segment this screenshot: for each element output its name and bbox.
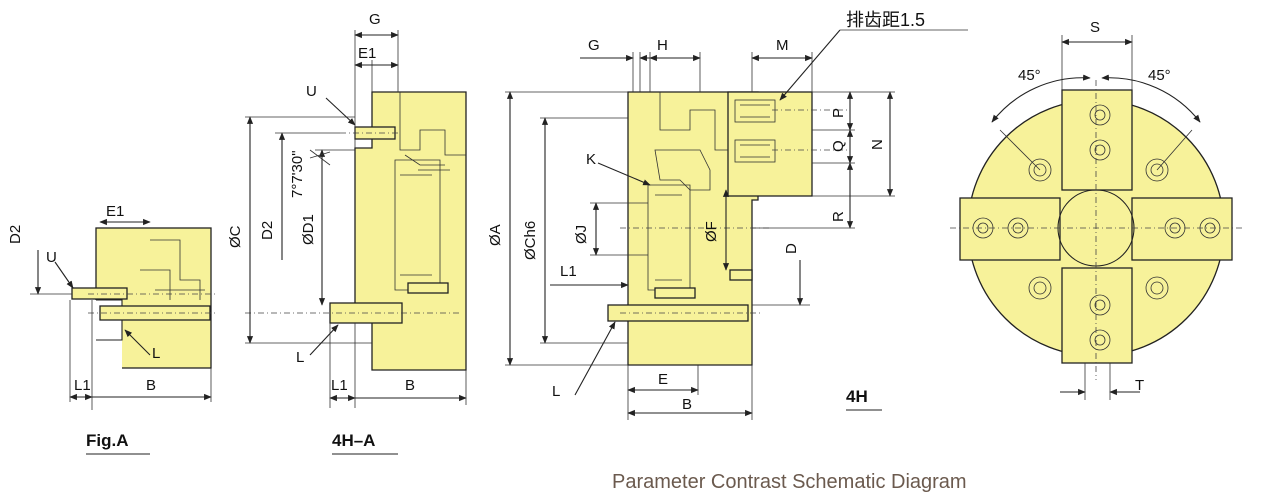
- 4h-title: 4H: [846, 387, 868, 406]
- 4h-a-angle-label: 7°7'30": [289, 150, 306, 198]
- fig-a-screw: [71, 287, 128, 300]
- jaw-bottom: [1061, 267, 1133, 364]
- 4h-a-l1-label: L1: [331, 377, 348, 394]
- fig-a-title: Fig.A: [86, 431, 129, 450]
- 4h-l-label: L: [552, 383, 560, 400]
- 4h-e-label: E: [658, 371, 668, 388]
- 4h-a-b-label: B: [405, 377, 415, 394]
- 4h-n-label: N: [869, 139, 886, 150]
- 4h-c-label: ØCh6: [522, 221, 539, 260]
- front-view: S 45° 45° T: [950, 19, 1245, 400]
- 4h-d-label: D: [783, 243, 800, 254]
- 4h-pitch-label: 排齿距1.5: [846, 10, 925, 30]
- view-4h: G H M 排齿距1.5 K ØA ØCh6 ØJ ØF L1 L E B D …: [487, 10, 968, 420]
- 4h-a-c-label: ØC: [227, 225, 244, 248]
- fig-a-l-label: L: [152, 345, 160, 362]
- 4h-m-label: M: [776, 37, 789, 54]
- 4h-f-label: ØF: [703, 221, 720, 242]
- 4h-a-e1-label: E1: [358, 45, 376, 62]
- front-t-label: T: [1135, 377, 1144, 394]
- jaw-left: [959, 197, 1061, 261]
- fig-a-u-label: U: [46, 249, 57, 266]
- front-angle-left-label: 45°: [1018, 67, 1041, 84]
- fig-a-b-label: B: [146, 377, 156, 394]
- 4h-a-d2-label: D2: [259, 221, 276, 240]
- jaw-top: [1061, 89, 1133, 191]
- 4h-a-l-label: L: [296, 349, 304, 366]
- 4h-a-g-label: G: [369, 11, 381, 28]
- 4h-jaw-block: [727, 91, 813, 197]
- 4h-k-label: K: [586, 151, 596, 168]
- 4h-g-label: G: [588, 37, 600, 54]
- front-angle-right-label: 45°: [1148, 67, 1171, 84]
- fig-a-view: D2 E1 U L L1 B Fig.A: [7, 203, 215, 455]
- 4h-h-label: H: [657, 37, 668, 54]
- 4h-b-label: B: [682, 396, 692, 413]
- 4h-a-u-label: U: [306, 83, 317, 100]
- 4h-a-title: 4H–A: [332, 431, 375, 450]
- fig-a-d2-label: D2: [7, 225, 24, 244]
- 4h-a-d1-label: ØD1: [300, 214, 317, 245]
- fig-a-e1-label: E1: [106, 203, 124, 220]
- front-s-label: S: [1090, 19, 1100, 36]
- view-4h-a: G E1 U 7°7'30" ØC D2 ØD1 L L1 B 4H–A: [227, 11, 467, 455]
- jaw-right: [1131, 197, 1233, 261]
- 4h-r-label: R: [830, 211, 847, 222]
- 4h-q-label: Q: [830, 140, 847, 152]
- diagram-caption: Parameter Contrast Schematic Diagram: [612, 471, 967, 493]
- 4h-p-label: P: [830, 108, 847, 118]
- 4h-l1-label: L1: [560, 263, 577, 280]
- 4h-a-dim-label: ØA: [487, 224, 504, 246]
- 4h-j-label: ØJ: [573, 225, 590, 244]
- fig-a-l1-label: L1: [74, 377, 91, 394]
